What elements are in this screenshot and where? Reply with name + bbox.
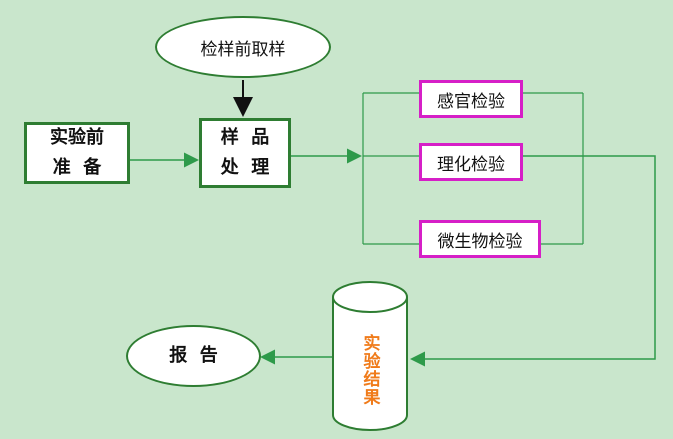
pre-sampling-node: 检样前取样: [155, 16, 331, 78]
physchem-inspection-label: 理化检验: [437, 154, 505, 175]
results-cylinder: [332, 281, 408, 431]
preparation-label: 实验前 准 备: [50, 127, 104, 178]
micro-inspection-label: 微生物检验: [437, 231, 523, 252]
processing-node: 样 品 处 理: [199, 118, 291, 188]
pre-sampling-label: 检样前取样: [200, 39, 286, 60]
sensory-inspection-label: 感官检验: [437, 91, 505, 112]
results-label-wrap: 实验结果: [333, 330, 407, 410]
report-label: 报 告: [169, 345, 218, 366]
results-label: 实验结果: [359, 334, 380, 406]
sensory-inspection-node: 感官检验: [419, 80, 523, 118]
preparation-node: 实验前 准 备: [24, 122, 130, 184]
report-node: 报 告: [126, 325, 261, 387]
processing-label: 样 品 处 理: [220, 127, 270, 178]
arrow-inspections-to-results: [410, 155, 656, 367]
micro-inspection-node: 微生物检验: [419, 220, 541, 258]
physchem-inspection-node: 理化检验: [419, 143, 523, 181]
